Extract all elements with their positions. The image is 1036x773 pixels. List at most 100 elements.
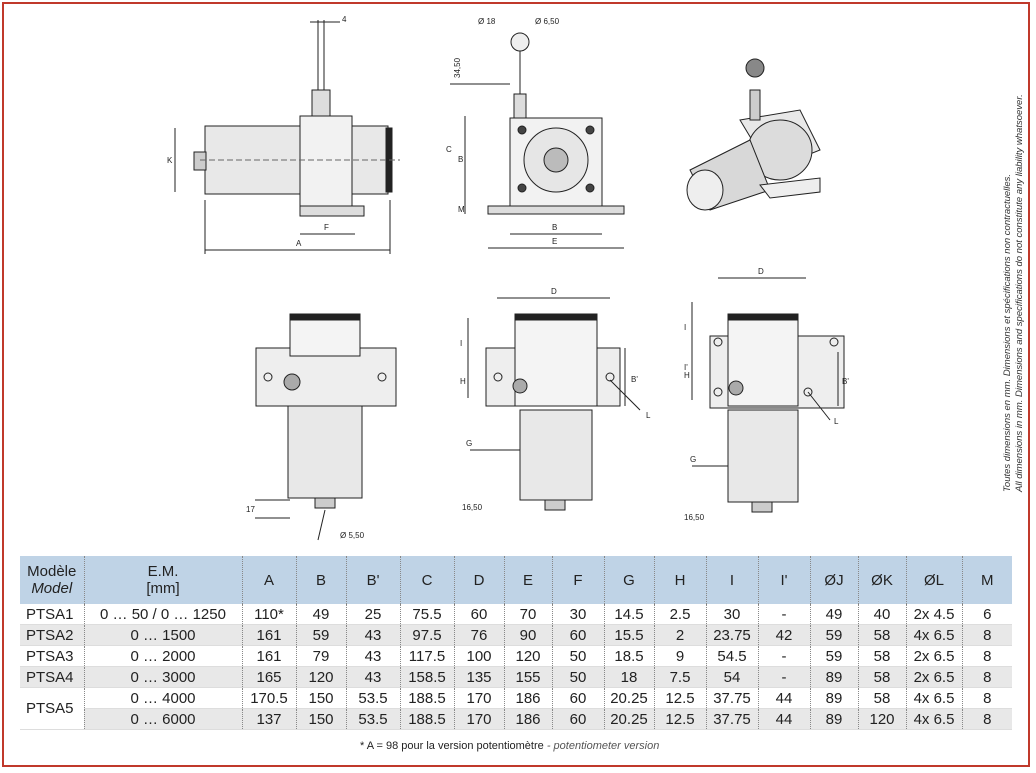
- cell-value: 20.25: [603, 708, 654, 730]
- cell-value: 54: [705, 666, 758, 688]
- cell-value: 8: [961, 624, 1012, 646]
- header-model: Modèle Model: [20, 556, 84, 604]
- base-view-left-drawing: 17 Ø 5,50: [246, 313, 397, 541]
- cell-value: 170.5: [241, 687, 296, 709]
- cell-value: 49: [809, 604, 858, 625]
- dim-label-a: A: [296, 239, 302, 248]
- cell-value: 120: [857, 708, 906, 730]
- dim-label-f: F: [324, 223, 329, 232]
- cell-value: 15.5: [603, 624, 654, 646]
- cell-value: 12.5: [653, 708, 706, 730]
- cell-value: 50: [551, 645, 604, 667]
- header-col: ØJ: [809, 556, 858, 604]
- cell-value: 165: [241, 666, 296, 688]
- cell-model: PTSA4: [20, 666, 84, 688]
- dim-label-ip-right: I': [684, 363, 688, 372]
- dim-label-g-mid: G: [466, 439, 472, 448]
- cell-value: 8: [961, 666, 1012, 688]
- cell-value: 4x 6.5: [905, 687, 962, 709]
- cell-value: 2x 6.5: [905, 666, 962, 688]
- cell-value: 59: [295, 624, 346, 646]
- technical-drawings: 4 A F K Ø 18 Ø 6,50 34,50 C B M B E: [167, 15, 849, 541]
- cell-value: 60: [551, 624, 604, 646]
- header-em-unit: [mm]: [146, 580, 180, 597]
- cell-value: 42: [757, 624, 810, 646]
- cell-value: 20.25: [603, 687, 654, 709]
- dim-label-c: C: [446, 145, 452, 154]
- table-header-row: Modèle Model E.M. [mm] A B B' C D E F G …: [20, 556, 1012, 604]
- dim-label-d18: Ø 18: [478, 17, 496, 26]
- dim-label-d-mid: D: [551, 287, 557, 296]
- cell-value: 150: [295, 687, 346, 709]
- cell-model: PTSA2: [20, 624, 84, 646]
- dim-label-i-mid: I: [460, 339, 462, 348]
- cell-value: -: [757, 604, 810, 625]
- cell-value: 8: [961, 708, 1012, 730]
- disclaimer-note: Toutes dimensions en mm. Dimensions et s…: [1000, 94, 1030, 500]
- cell-value: 97.5: [399, 624, 454, 646]
- cell-value: 89: [809, 708, 858, 730]
- cell-model: PTSA1: [20, 604, 84, 625]
- dim-label-i-right: I: [684, 323, 686, 332]
- cell-value: 137: [241, 708, 296, 730]
- cell-value: 70: [503, 604, 552, 625]
- cell-value: 8: [961, 645, 1012, 667]
- cell-value: 89: [809, 666, 858, 688]
- cell-value: 8: [961, 687, 1012, 709]
- cell-value: 59: [809, 624, 858, 646]
- cell-value: 25: [345, 604, 400, 625]
- cell-value: 4x 6.5: [905, 624, 962, 646]
- dim-label-k: K: [167, 156, 173, 165]
- cell-value: 50: [551, 666, 604, 688]
- header-col: H: [653, 556, 706, 604]
- cell-value: 6: [961, 604, 1012, 625]
- header-col: G: [603, 556, 654, 604]
- dim-label-d650: Ø 6,50: [535, 17, 560, 26]
- cell-value: 155: [503, 666, 552, 688]
- cell-value: 23.75: [705, 624, 758, 646]
- header-col: I': [757, 556, 810, 604]
- footnote-sep: -: [543, 740, 554, 752]
- cell-value: 4x 6.5: [905, 708, 962, 730]
- cell-value: 30: [705, 604, 758, 625]
- dim-label-e: E: [552, 237, 557, 246]
- footnote-en: potentiometer version: [553, 740, 660, 752]
- cell-value: 161: [241, 645, 296, 667]
- cell-value: 49: [295, 604, 346, 625]
- header-col: A: [241, 556, 296, 604]
- cell-value: 53.5: [345, 708, 400, 730]
- side-view-drawing: 4 A F K: [167, 15, 400, 254]
- cell-value: 58: [857, 666, 906, 688]
- cell-value: 43: [345, 624, 400, 646]
- dim-label-l-mid: L: [646, 411, 651, 420]
- cell-value: 2: [653, 624, 706, 646]
- cell-value: 40: [857, 604, 906, 625]
- dim-label-17: 17: [246, 505, 255, 514]
- dim-label-b: B: [552, 223, 557, 232]
- dim-label-4: 4: [342, 15, 347, 24]
- header-col: B': [345, 556, 400, 604]
- footnote: * A = 98 pour la version potentiomètre -…: [360, 740, 659, 752]
- cell-value: 14.5: [603, 604, 654, 625]
- dim-label-bp-right: B': [842, 377, 849, 386]
- header-col: C: [399, 556, 454, 604]
- cell-value: 2x 6.5: [905, 645, 962, 667]
- dim-label-m: M: [458, 205, 465, 214]
- cell-value: 18.5: [603, 645, 654, 667]
- cell-value: 58: [857, 645, 906, 667]
- cell-em: 0 … 6000: [83, 708, 242, 730]
- cell-value: 186: [503, 708, 552, 730]
- cell-value: 2.5: [653, 604, 706, 625]
- cell-value: 59: [809, 645, 858, 667]
- cell-value: 12.5: [653, 687, 706, 709]
- dim-label-1650-mid: 16,50: [462, 503, 483, 512]
- dim-label-h-right: H: [684, 371, 690, 380]
- dim-label-l-right: L: [834, 417, 839, 426]
- cell-value: 54.5: [705, 645, 758, 667]
